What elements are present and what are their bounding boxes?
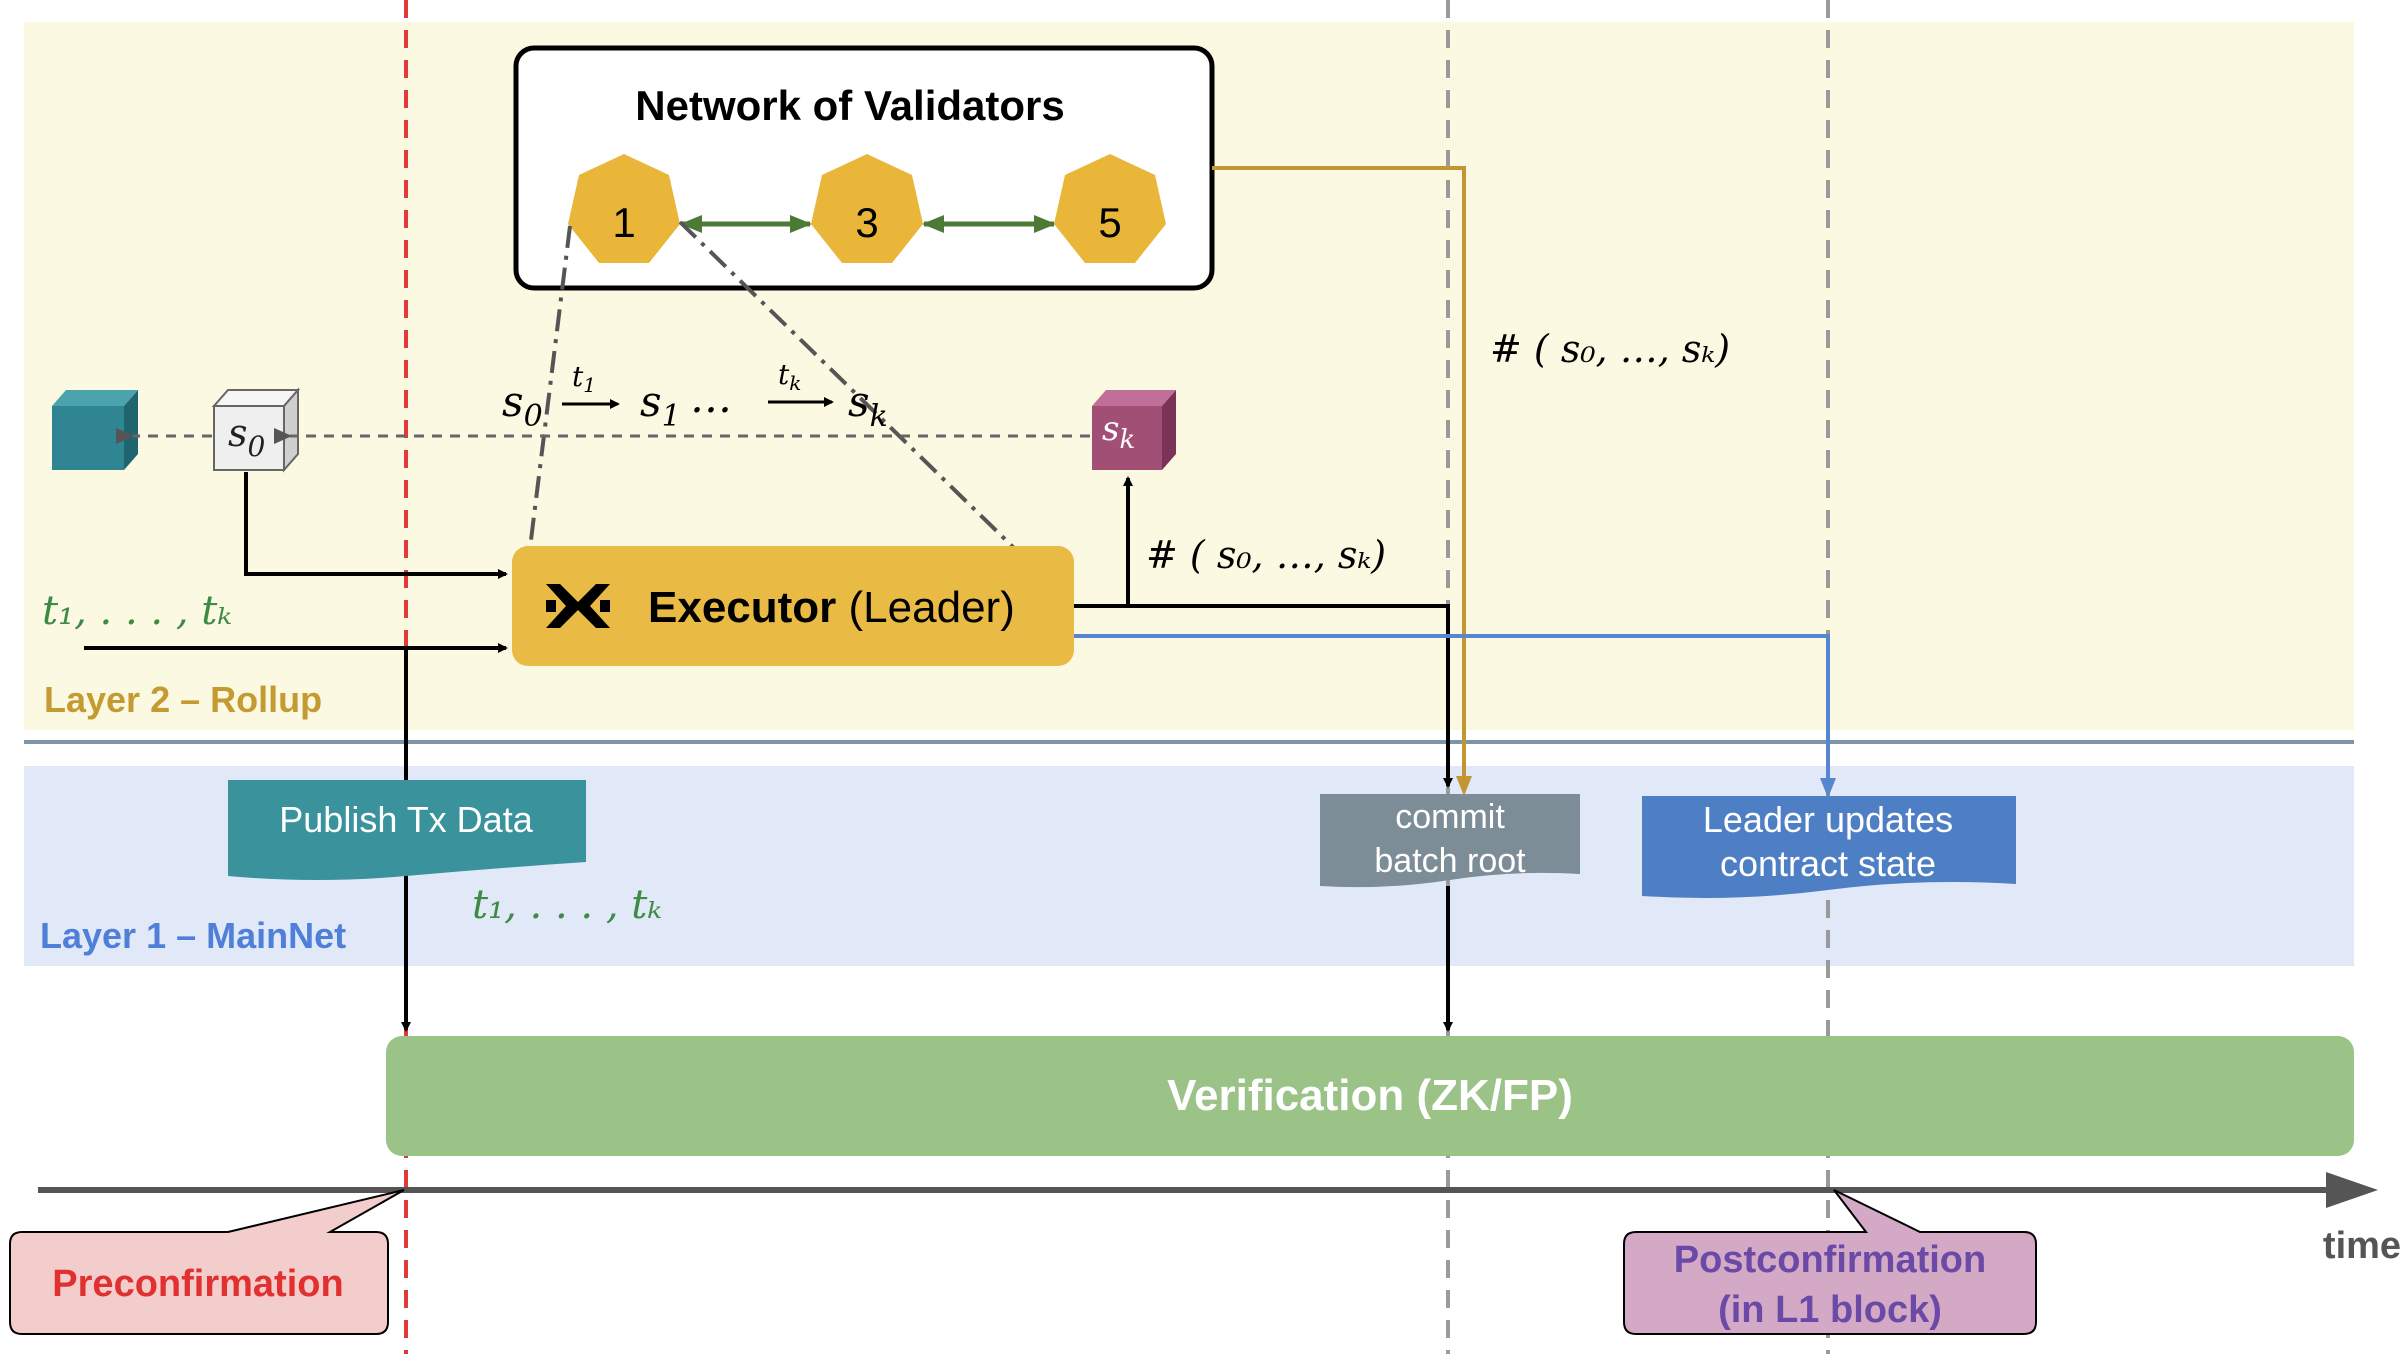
- preconfirmation-callout: [9, 1189, 405, 1335]
- validator-network-title: Network of Validators: [635, 82, 1064, 129]
- svg-text:s0: s0: [502, 377, 543, 434]
- commit-label-line1: commit: [1395, 798, 1505, 836]
- postconfirmation-label-line2: (in L1 block): [1718, 1289, 1942, 1331]
- state-transition: s0 t1 s1 … tk sk: [502, 358, 888, 434]
- time-axis-arrowhead: [2326, 1172, 2378, 1208]
- svg-text:sk: sk: [848, 377, 888, 434]
- executor-to-commit-arrow: [1074, 604, 1453, 788]
- leader-label-line1: Leader updates: [1703, 799, 1953, 840]
- layer1-label: Layer 1 – MainNet: [40, 915, 346, 956]
- validator-node-1: 1: [568, 154, 680, 263]
- previous-state-cube: [52, 390, 138, 470]
- validator-node-5: 5: [1054, 154, 1166, 263]
- transactions-input-label: t₁, . . . , tₖ: [42, 588, 232, 634]
- svg-text:5: 5: [1098, 199, 1121, 246]
- state-s0-cube: s0: [211, 387, 301, 473]
- leader-label-line2: contract state: [1720, 843, 1936, 884]
- layer2-label: Layer 2 – Rollup: [44, 679, 322, 720]
- svg-text:…: …: [690, 373, 732, 422]
- executor-label: Executor (Leader): [648, 583, 1015, 632]
- svg-text:3: 3: [855, 199, 878, 246]
- verification-label: Verification (ZK/FP): [1167, 1071, 1573, 1120]
- state-sk-cube: sk: [1092, 390, 1176, 470]
- validator-node-3: 3: [811, 154, 923, 263]
- executor-logo-icon: [546, 584, 610, 628]
- executor-box: [512, 546, 1074, 666]
- commit-label-line2: batch root: [1374, 842, 1526, 880]
- svg-text:1: 1: [612, 199, 635, 246]
- validator-executor-link-right: [678, 220, 1016, 550]
- svg-text:# ( s₀, …, sₖ): # ( s₀, …, sₖ): [1490, 327, 1730, 371]
- executor-to-leader-arrow: [1074, 634, 1836, 798]
- validator-executor-link-left: [528, 225, 572, 549]
- publish-tx-data-box: [228, 780, 586, 880]
- hash-label-validators: # ( s₀, …, sₖ): [1490, 327, 1730, 371]
- postconfirmation-callout: [1623, 1189, 2037, 1335]
- svg-text:sk: sk: [1102, 409, 1135, 455]
- svg-text:s0: s0: [228, 411, 265, 463]
- commit-batch-root-box: [1320, 794, 1580, 888]
- verification-box: [386, 1036, 2354, 1156]
- svg-text:s1: s1: [640, 377, 681, 434]
- svg-text:tk: tk: [778, 358, 801, 395]
- publish-tx-data-label: Publish Tx Data: [279, 799, 533, 840]
- hash-label-executor: # ( s₀, …, sₖ): [1146, 533, 1386, 577]
- leader-updates-box: [1642, 796, 2016, 898]
- postconfirmation-label-line1: Postconfirmation: [1674, 1239, 1986, 1281]
- time-axis-label: time: [2323, 1225, 2401, 1267]
- published-transactions-label: t₁, . . . , tₖ: [472, 882, 662, 928]
- preconfirmation-label: Preconfirmation: [52, 1263, 343, 1305]
- validator-commit-line: [1212, 166, 1472, 796]
- svg-text:# ( s₀, …, sₖ): # ( s₀, …, sₖ): [1146, 533, 1386, 577]
- s0-to-executor-arrow: [244, 472, 508, 579]
- svg-text:t1: t1: [572, 360, 596, 397]
